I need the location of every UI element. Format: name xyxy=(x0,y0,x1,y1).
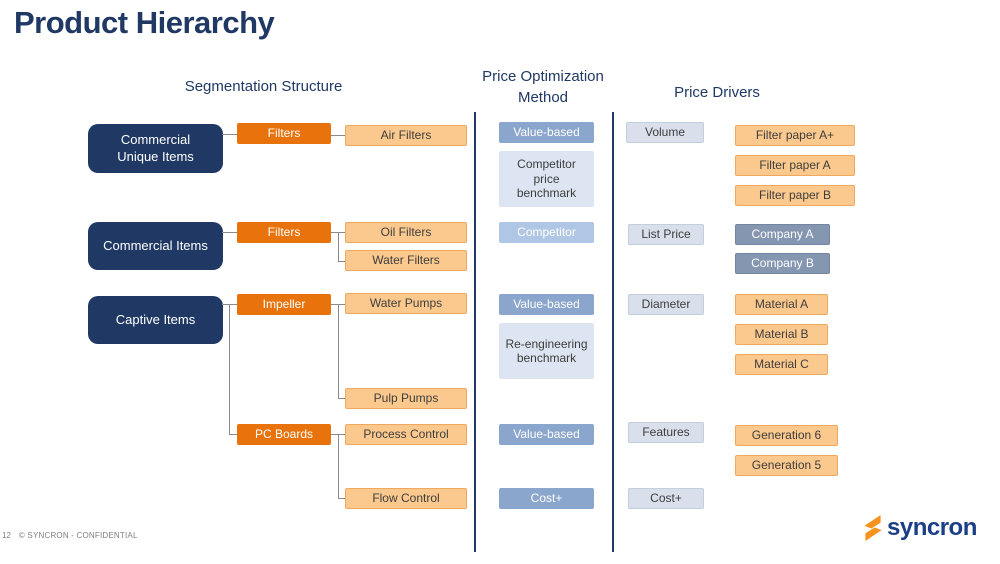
value-box-company-a: Company A xyxy=(735,224,830,245)
category-box-commercial-unique-items: Commercial Unique Items xyxy=(88,124,223,173)
value-box-generation-6: Generation 6 xyxy=(735,425,838,446)
footer: 12 © SYNCRON - CONFIDENTIAL xyxy=(2,531,138,540)
category-box-commercial-items: Commercial Items xyxy=(88,222,223,270)
column-divider xyxy=(612,112,614,552)
value-box-material-c: Material C xyxy=(735,354,828,375)
header-segmentation-structure: Segmentation Structure xyxy=(184,78,343,95)
driver-box-cost-plus: Cost+ xyxy=(628,488,704,509)
group-box-filters-2: Filters xyxy=(237,222,331,243)
category-box-captive-items: Captive Items xyxy=(88,296,223,344)
group-box-pc-boards: PC Boards xyxy=(237,424,331,445)
method-box-value-based-2: Value-based xyxy=(499,294,594,315)
method-box-re-engineering-benchmark: Re-engineering benchmark xyxy=(499,323,594,379)
header-price-drivers: Price Drivers xyxy=(674,84,760,101)
connector-line xyxy=(229,304,230,435)
header-price-optimization-method: Price Optimization Method xyxy=(482,68,604,106)
value-box-material-b: Material B xyxy=(735,324,828,345)
connector-line xyxy=(338,261,345,262)
connector-line xyxy=(229,434,237,435)
connector-line xyxy=(338,398,345,399)
syncron-logo-icon xyxy=(862,515,884,541)
method-box-value-based-3: Value-based xyxy=(499,424,594,445)
value-box-filter-paper-a: Filter paper A xyxy=(735,155,855,176)
driver-box-diameter: Diameter xyxy=(628,294,704,315)
value-box-generation-5: Generation 5 xyxy=(735,455,838,476)
item-box-air-filters: Air Filters xyxy=(345,125,467,146)
page-title: Product Hierarchy xyxy=(14,5,275,40)
item-box-oil-filters: Oil Filters xyxy=(345,222,467,243)
connector-line xyxy=(338,434,339,499)
item-box-flow-control: Flow Control xyxy=(345,488,467,509)
item-box-process-control: Process Control xyxy=(345,424,467,445)
group-box-filters-1: Filters xyxy=(237,123,331,144)
group-box-impeller: Impeller xyxy=(237,294,331,315)
connector-line xyxy=(222,232,237,233)
syncron-logo-text: syncron xyxy=(887,514,977,541)
connector-line xyxy=(331,135,345,136)
driver-box-list-price: List Price xyxy=(628,224,704,245)
connector-line xyxy=(222,134,237,135)
value-box-material-a: Material A xyxy=(735,294,828,315)
driver-box-features: Features xyxy=(628,422,704,443)
item-box-pulp-pumps: Pulp Pumps xyxy=(345,388,467,409)
method-box-competitor-price-benchmark: Competitor price benchmark xyxy=(499,151,594,207)
connector-line xyxy=(338,232,339,261)
driver-box-volume: Volume xyxy=(626,122,704,143)
value-box-company-b: Company B xyxy=(735,253,830,274)
item-box-water-filters: Water Filters xyxy=(345,250,467,271)
method-box-cost-plus: Cost+ xyxy=(499,488,594,509)
confidential-note: © SYNCRON - CONFIDENTIAL xyxy=(18,531,138,540)
connector-line xyxy=(338,304,339,399)
column-divider xyxy=(474,112,476,552)
connector-line xyxy=(338,498,345,499)
value-box-filter-paper-a-plus: Filter paper A+ xyxy=(735,125,855,146)
item-box-water-pumps: Water Pumps xyxy=(345,293,467,314)
page-number: 12 xyxy=(2,531,11,540)
method-box-competitor: Competitor xyxy=(499,222,594,243)
syncron-logo: syncron xyxy=(862,514,977,542)
method-box-value-based-1: Value-based xyxy=(499,122,594,143)
value-box-filter-paper-b: Filter paper B xyxy=(735,185,855,206)
